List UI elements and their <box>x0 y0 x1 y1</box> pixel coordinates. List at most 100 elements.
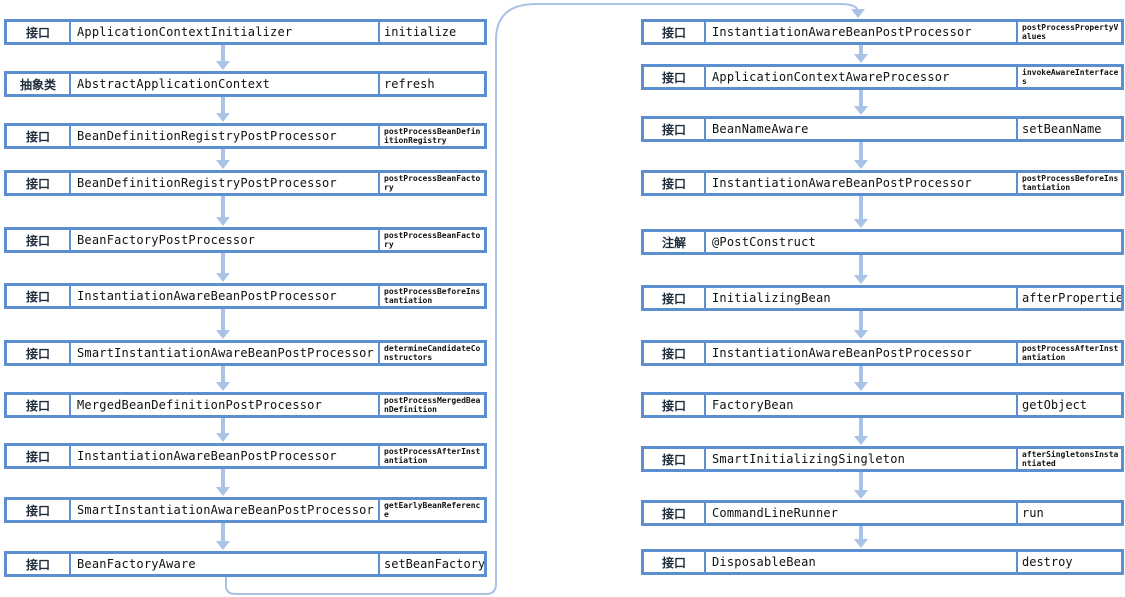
step-class-name: BeanDefinitionRegistryPostProcessor <box>77 129 337 143</box>
left-arrow-4-head <box>216 217 230 226</box>
right-arrow-8-head <box>854 436 868 445</box>
step-type-label: 接口 <box>7 286 71 306</box>
step-type-label: 接口 <box>644 552 706 572</box>
step-type-label: 接口 <box>644 173 706 193</box>
right-step-4: 接口 InstantiationAwareBeanPostProcessor pos… <box>641 170 1124 196</box>
step-type-label: 接口 <box>7 500 71 520</box>
left-step-10: 接口 SmartInstantiationAwareBeanPostProcess… <box>4 497 487 523</box>
step-type-label: 接口 <box>7 126 71 146</box>
step-method-name: getObject <box>1016 395 1121 415</box>
step-type-label: 抽象类 <box>7 74 71 94</box>
step-method-name: postProcessMergedBeanDefinition <box>378 395 484 415</box>
right-step-7: 接口 InstantiationAwareBeanPostProcessor pos… <box>641 340 1124 366</box>
step-method-name: postProcessBeanFactory <box>378 230 484 250</box>
left-step-5: 接口 BeanFactoryPostProcessor postProcessBea… <box>4 227 487 253</box>
step-method-name: postProcessBeanFactory <box>378 173 484 193</box>
left-step-1: 接口 ApplicationContextInitializer initializ… <box>4 19 487 45</box>
step-class-name: SmartInitializingSingleton <box>712 452 906 466</box>
left-arrow-8-head <box>216 433 230 442</box>
step-class-name: SmartInstantiationAwareBeanPostProcessor <box>77 346 374 360</box>
step-class-name: InstantiationAwareBeanPostProcessor <box>77 449 337 463</box>
step-type-label: 接口 <box>644 67 706 87</box>
left-arrow-6-head <box>216 330 230 339</box>
step-type-label: 接口 <box>644 503 706 523</box>
step-method-name: afterPropertiesSet <box>1016 288 1121 308</box>
right-step-6: 接口 InitializingBean afterPropertiesSet <box>641 285 1124 311</box>
column-connector-head <box>851 9 865 18</box>
right-step-1: 接口 InstantiationAwareBeanPostProcessor pos… <box>641 19 1124 45</box>
step-type-label: 注解 <box>644 232 706 252</box>
step-method-name: postProcessBeforeInstantiation <box>1016 173 1121 193</box>
step-method-name: postProcessAfterInstantiation <box>1016 343 1121 363</box>
step-method-name: determineCandidateConstructors <box>378 343 484 363</box>
step-type-label: 接口 <box>7 343 71 363</box>
step-type-label: 接口 <box>644 449 706 469</box>
step-class-name: ApplicationContextInitializer <box>77 25 293 39</box>
step-class-name: InitializingBean <box>712 291 831 305</box>
right-step-5: 注解 @PostConstruct <box>641 229 1124 255</box>
right-step-9: 接口 SmartInitializingSingleton afterSinglet… <box>641 446 1124 472</box>
right-arrow-5-head <box>854 275 868 284</box>
step-class-name: DisposableBean <box>712 555 816 569</box>
step-method-name: afterSingletonsInstantiated <box>1016 449 1121 469</box>
step-class-name: CommandLineRunner <box>712 506 839 520</box>
step-type-label: 接口 <box>7 395 71 415</box>
step-class-name: InstantiationAwareBeanPostProcessor <box>712 176 972 190</box>
left-arrow-5-head <box>216 273 230 282</box>
step-type-label: 接口 <box>644 343 706 363</box>
left-arrow-3-head <box>216 160 230 169</box>
step-method-name: initialize <box>378 22 484 42</box>
step-class-name: AbstractApplicationContext <box>77 77 271 91</box>
left-arrow-10-head <box>216 541 230 550</box>
right-arrow-7-head <box>854 382 868 391</box>
left-step-6: 接口 InstantiationAwareBeanPostProcessor pos… <box>4 283 487 309</box>
right-arrow-2-head <box>854 106 868 115</box>
step-class-name: InstantiationAwareBeanPostProcessor <box>77 289 337 303</box>
step-class-name: BeanFactoryPostProcessor <box>77 233 256 247</box>
left-arrow-2-head <box>216 113 230 122</box>
step-class-name: BeanNameAware <box>712 122 809 136</box>
step-type-label: 接口 <box>7 22 71 42</box>
left-arrow-9-head <box>216 487 230 496</box>
step-class-name: InstantiationAwareBeanPostProcessor <box>712 346 972 360</box>
step-class-name: @PostConstruct <box>712 235 816 249</box>
step-method-name: postProcessBeforeInstantiation <box>378 286 484 306</box>
step-type-label: 接口 <box>7 230 71 250</box>
step-method-name: refresh <box>378 74 484 94</box>
step-method-name: postProcessBeanDefinitionRegistry <box>378 126 484 146</box>
right-step-11: 接口 DisposableBean destroy <box>641 549 1124 575</box>
left-step-7: 接口 SmartInstantiationAwareBeanPostProcess… <box>4 340 487 366</box>
step-method-name: setBeanFactory <box>378 554 484 574</box>
left-step-9: 接口 InstantiationAwareBeanPostProcessor pos… <box>4 443 487 469</box>
step-class-name: BeanFactoryAware <box>77 557 196 571</box>
right-arrow-1-head <box>854 54 868 63</box>
right-arrow-6-head <box>854 330 868 339</box>
left-step-8: 接口 MergedBeanDefinitionPostProcessor postP… <box>4 392 487 418</box>
step-method-name: postProcessAfterInstantiation <box>378 446 484 466</box>
step-type-label: 接口 <box>644 288 706 308</box>
left-step-2: 抽象类 AbstractApplicationContext refresh <box>4 71 487 97</box>
step-class-name: SmartInstantiationAwareBeanPostProcessor <box>77 503 374 517</box>
step-method-name: destroy <box>1016 552 1121 572</box>
step-type-label: 接口 <box>644 22 706 42</box>
step-class-name: MergedBeanDefinitionPostProcessor <box>77 398 323 412</box>
step-class-name: InstantiationAwareBeanPostProcessor <box>712 25 972 39</box>
step-method-name: postProcessPropertyValues <box>1016 22 1121 42</box>
left-arrow-7-head <box>216 382 230 391</box>
step-method-name: invokeAwareInterfaces <box>1016 67 1121 87</box>
step-class-name: BeanDefinitionRegistryPostProcessor <box>77 176 337 190</box>
right-arrow-4-head <box>854 219 868 228</box>
step-type-label: 接口 <box>644 395 706 415</box>
step-method-name: run <box>1016 503 1121 523</box>
right-step-10: 接口 CommandLineRunner run <box>641 500 1124 526</box>
step-type-label: 接口 <box>7 446 71 466</box>
step-type-label: 接口 <box>644 119 706 139</box>
right-step-2: 接口 ApplicationContextAwareProcessor invoke… <box>641 64 1124 90</box>
right-arrow-3-head <box>854 160 868 169</box>
step-class-name: ApplicationContextAwareProcessor <box>712 70 950 84</box>
right-step-3: 接口 BeanNameAware setBeanName <box>641 116 1124 142</box>
right-arrow-9-head <box>854 490 868 499</box>
step-method-name: setBeanName <box>1016 119 1121 139</box>
